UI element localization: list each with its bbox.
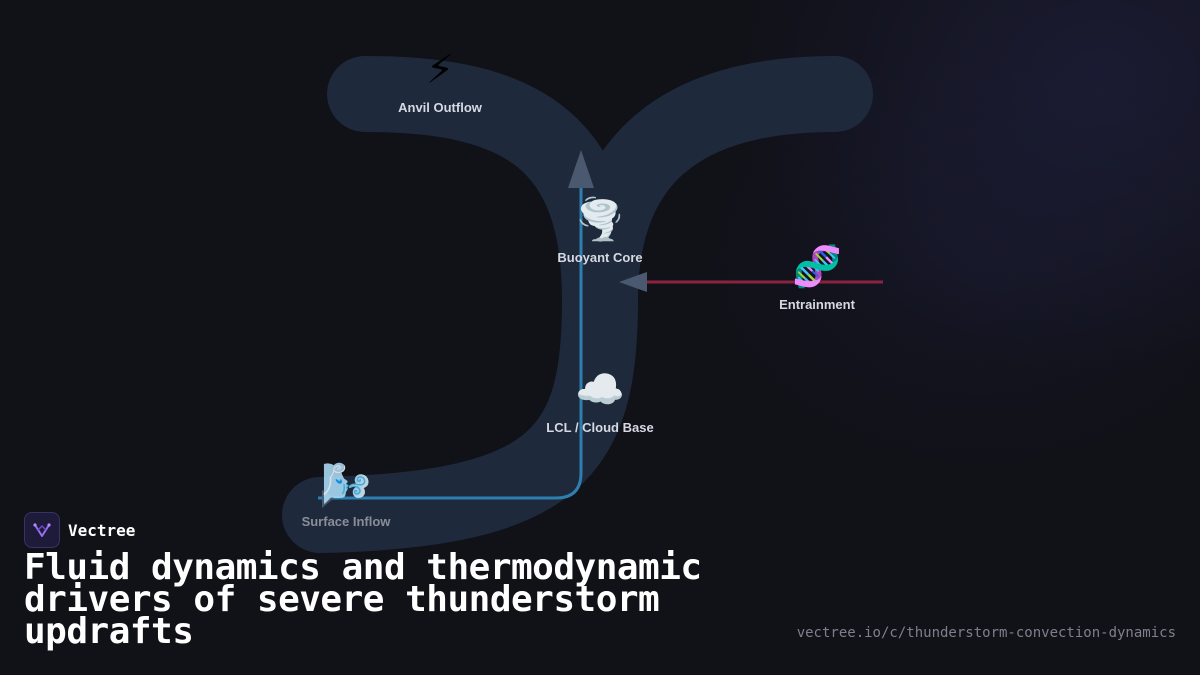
node-label: LCL / Cloud Base (546, 420, 654, 435)
vectree-logo-icon (24, 512, 60, 548)
node-label: Surface Inflow (301, 514, 391, 529)
node-label: Anvil Outflow (398, 100, 482, 115)
page-url: vectree.io/c/thunderstorm-convection-dyn… (796, 625, 1176, 641)
updraft-path-line (318, 188, 583, 500)
brand: Vectree (24, 512, 135, 548)
entrainment-arrowhead (619, 272, 647, 292)
updraft-arrowhead (568, 150, 594, 188)
node-buoyant-core: 🌪️ Buoyant Core (510, 196, 690, 265)
node-lcl-cloud-base: ☁️ LCL / Cloud Base (510, 366, 690, 435)
wind-icon: 🌬️ (321, 461, 371, 507)
lightning-icon: ⚡ (425, 47, 455, 93)
updraft-band-right (562, 56, 873, 338)
dna-icon: 🧬 (792, 244, 842, 290)
tornado-icon: 🌪️ (575, 197, 625, 243)
updraft-band-left (282, 56, 639, 553)
cloud-icon: ☁️ (575, 367, 625, 413)
node-label: Entrainment (779, 297, 855, 312)
node-label: Buoyant Core (557, 250, 643, 265)
page-title: Fluid dynamics and thermodynamic drivers… (24, 547, 702, 652)
node-anvil-outflow: ⚡ Anvil Outflow (350, 46, 530, 115)
node-entrainment: 🧬 Entrainment (727, 243, 907, 312)
inflow-start-marker (322, 490, 334, 508)
brand-name: Vectree (68, 520, 136, 540)
node-surface-inflow: 🌬️ Surface Inflow (256, 460, 436, 529)
